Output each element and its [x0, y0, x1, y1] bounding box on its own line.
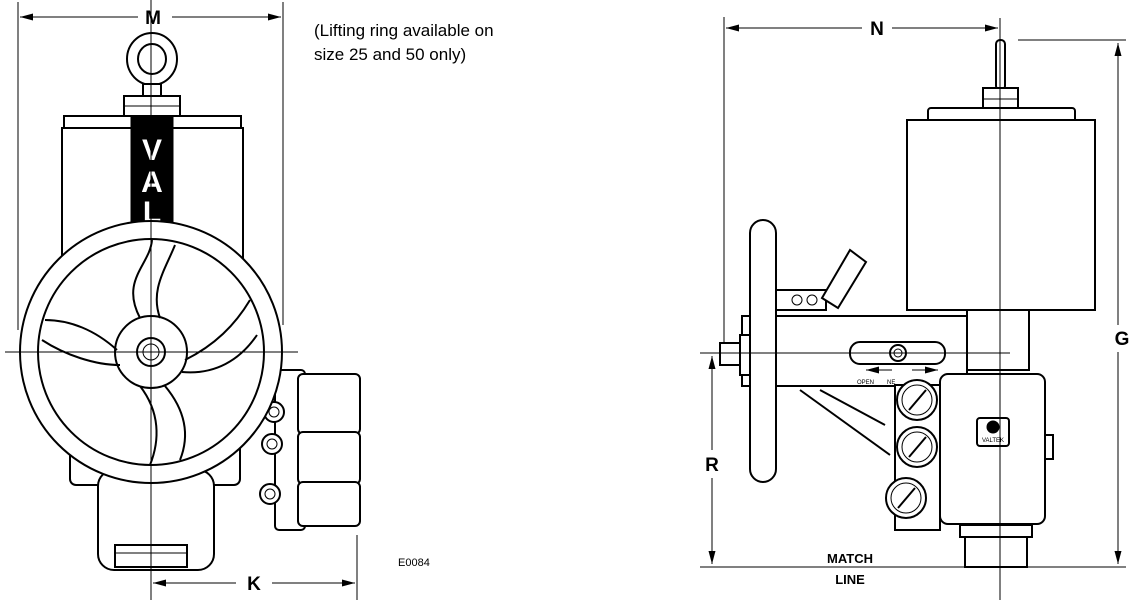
match-line-label-1: MATCH	[827, 551, 873, 566]
pressure-gauges	[885, 379, 941, 531]
side-handwheel	[719, 219, 868, 483]
figure-code: E0084	[398, 557, 430, 569]
dimension-g-label: G	[1115, 329, 1130, 350]
dimension-k-label: K	[247, 574, 261, 595]
positioner-logo-text: VALTEK	[982, 438, 1004, 444]
lifting-ring-note-line2: size 25 and 50 only)	[314, 45, 466, 64]
dimension-k: K	[153, 535, 358, 600]
lever-open-label: OPEN	[857, 380, 874, 386]
lifting-ring	[123, 32, 181, 117]
side-actuator-cylinder	[906, 107, 1096, 311]
lifting-ring-note-line1: (Lifting ring available on	[314, 21, 494, 40]
dimension-r: R	[705, 356, 719, 564]
dimension-r-label: R	[705, 455, 719, 476]
svg-text:A: A	[141, 166, 163, 199]
dimension-m-label: M	[145, 8, 161, 29]
side-positioner: VALTEK	[939, 373, 1054, 525]
svg-text:V: V	[142, 134, 162, 167]
front-view: M (Lifting ring available on size 25 and…	[5, 0, 494, 600]
side-view: N	[700, 17, 1129, 600]
dimension-n: N	[723, 17, 998, 345]
positioner-block	[259, 369, 361, 531]
dimension-g: G	[1018, 39, 1130, 564]
dimension-m: M	[17, 2, 284, 330]
match-line-label-2: LINE	[835, 572, 865, 587]
dimension-n-label: N	[870, 19, 884, 40]
lever-neutral-label: NE	[887, 380, 895, 386]
